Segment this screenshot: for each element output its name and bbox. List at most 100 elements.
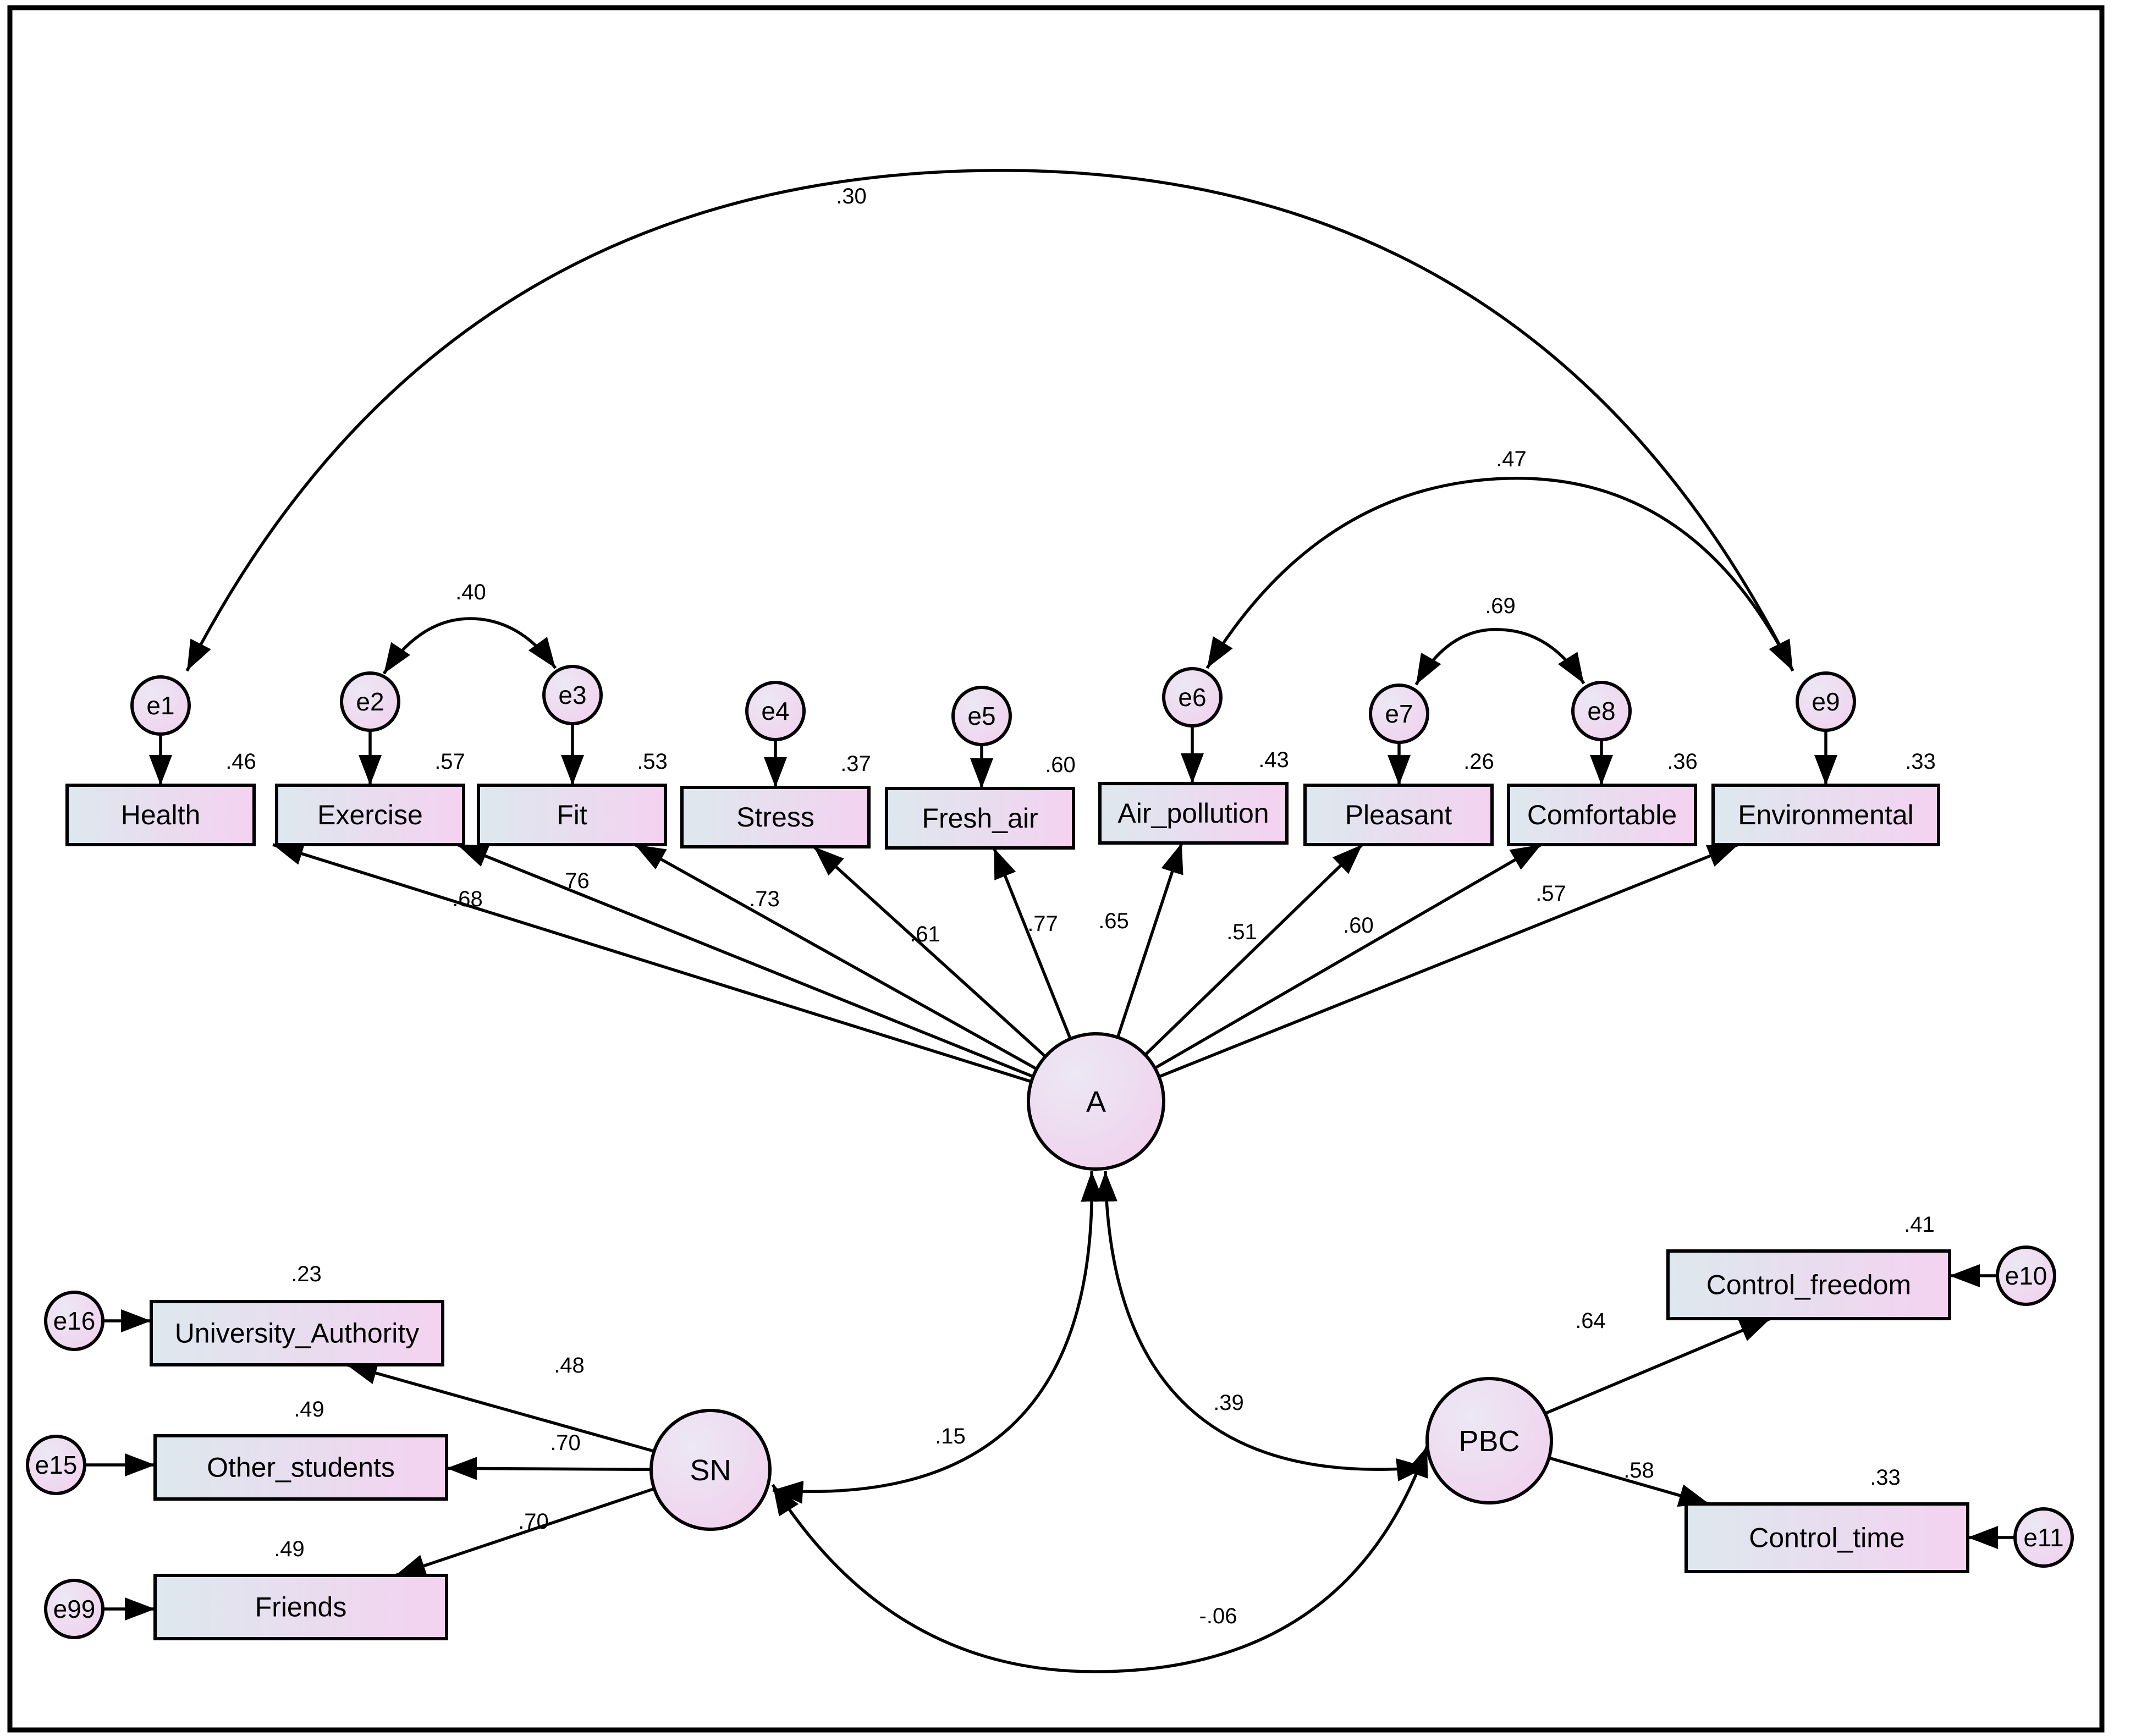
error-circle-e11 [2013,1507,2074,1568]
loading-label-air-pollution: .65 [1098,909,1129,933]
observed-box-fresh-air [885,787,1075,850]
loading-label-comfortable: .60 [1343,913,1374,938]
error-label-e2: e2 [356,687,384,716]
error-label-e3: e3 [558,681,586,709]
loading-label-control-time: .58 [1623,1458,1654,1483]
observed-box-university-authority [150,1300,444,1366]
loading-label-university-authority: .48 [554,1353,585,1377]
error-circle-e8 [1571,681,1632,741]
observed-box-fit [477,784,667,846]
observed-box-control-freedom [1666,1249,1951,1320]
observed-label-control-time: Control_time [1749,1523,1904,1553]
observed-box-exercise [275,784,465,846]
covariance-label-e7-e8: .69 [1485,594,1516,618]
error-label-e16: e16 [53,1307,96,1335]
observed-box-environmental [1711,784,1940,846]
loading-arrow-sn-to-other-students [446,1457,652,1480]
error-circle-e3 [542,665,603,725]
observed-label-comfortable: Comfortable [1527,800,1677,830]
observed-label-health: Health [121,800,201,830]
error-circle-e1 [130,675,191,736]
r2-label-comfortable: .36 [1667,749,1698,774]
loading-label-health: .68 [452,887,483,911]
loading-arrow-a-to-comfortable [1154,843,1542,1070]
observed-box-other-students [153,1434,448,1501]
r2-label-control-freedom: .41 [1904,1213,1935,1237]
loading-arrow-a-to-fresh-air [992,847,1072,1040]
covariance-label-sn-pbc: -.06 [1199,1604,1237,1628]
error-label-e1: e1 [146,691,174,720]
loading-arrow-a-to-environmental [1158,843,1739,1078]
covariance-arc-e6-e9 [1205,477,1794,672]
loading-label-pleasant: .51 [1226,920,1257,944]
r2-label-pleasant: .26 [1463,749,1494,774]
observed-label-university-authority: University_Authority [175,1318,420,1349]
r2-label-other-students: .49 [294,1397,324,1421]
observed-box-air-pollution [1098,782,1289,845]
latent-circle-pbc [1425,1377,1553,1504]
latent-circle-a [1027,1032,1165,1171]
latent-label-sn: SN [690,1454,731,1487]
error-label-e10: e10 [2005,1261,2047,1290]
loading-arrow-a-to-fit [634,843,1038,1071]
observed-box-control-time [1684,1502,1969,1573]
observed-label-air-pollution: Air_pollution [1117,798,1269,829]
observed-label-exercise: Exercise [317,800,423,830]
loading-arrow-a-to-air-pollution [1116,842,1183,1038]
error-circle-e15 [26,1435,86,1495]
covariance-label-a-pbc: .39 [1213,1391,1244,1415]
covariance-label-e1-e9: .30 [836,184,867,208]
error-label-e11: e11 [2023,1523,2063,1552]
observed-label-other-students: Other_students [207,1452,395,1483]
r2-label-friends: .49 [274,1537,305,1561]
loading-label-environmental: .57 [1535,881,1566,906]
r2-label-control-time: .33 [1870,1465,1901,1490]
loading-label-fit: .73 [749,887,780,911]
observed-box-comfortable [1507,784,1697,846]
covariance-arc-sn-pbc [771,1446,1429,1673]
error-label-e99: e99 [53,1595,96,1623]
r2-label-air-pollution: .43 [1258,748,1289,772]
latent-circle-sn [649,1409,772,1531]
loading-arrow-a-to-pleasant [1144,844,1363,1056]
error-circle-e7 [1369,684,1429,744]
loading-arrow-a-to-health [272,842,1032,1083]
observed-label-fresh-air: Fresh_air [922,803,1038,834]
error-circle-e5 [951,686,1012,746]
error-label-e8: e8 [1587,697,1615,725]
r2-label-fit: .53 [637,749,668,774]
observed-box-health [65,784,256,846]
error-circle-e10 [1996,1245,2056,1306]
error-circle-e4 [745,681,806,741]
observed-label-control-freedom: Control_freedom [1706,1270,1911,1300]
error-label-e5: e5 [967,702,995,730]
error-circle-e6 [1162,667,1223,728]
loading-label-fresh-air: .77 [1027,912,1058,936]
error-label-e15: e15 [35,1451,78,1479]
loading-arrow-a-to-exercise [456,843,1034,1078]
covariance-label-a-sn: .15 [935,1424,966,1448]
loading-arrow-pbc-to-control-time [1548,1456,1710,1507]
loading-arrow-a-to-stress [813,845,1047,1058]
loading-label-stress: .61 [910,922,940,946]
loading-label-exercise: .76 [559,869,590,893]
observed-label-environmental: Environmental [1738,800,1914,830]
r2-label-university-authority: .23 [291,1262,322,1286]
loading-arrow-pbc-to-control-freedom [1544,1317,1771,1415]
observed-box-stress [680,786,871,848]
observed-label-pleasant: Pleasant [1345,800,1452,830]
observed-box-friends [153,1574,448,1640]
loading-label-other-students: .70 [550,1431,581,1455]
covariance-arc-e7-e8 [1414,628,1586,686]
covariance-label-e2-e3: .40 [455,580,486,604]
error-label-e6: e6 [1178,683,1206,712]
error-circle-e9 [1796,671,1856,732]
loading-arrow-sn-to-university-authority [346,1362,655,1453]
error-label-e7: e7 [1385,699,1413,728]
observed-label-fit: Fit [557,800,587,830]
error-label-e9: e9 [1812,687,1840,716]
loading-label-control-freedom: .64 [1575,1309,1606,1333]
error-circle-e99 [44,1579,104,1639]
r2-label-exercise: .57 [434,749,465,774]
